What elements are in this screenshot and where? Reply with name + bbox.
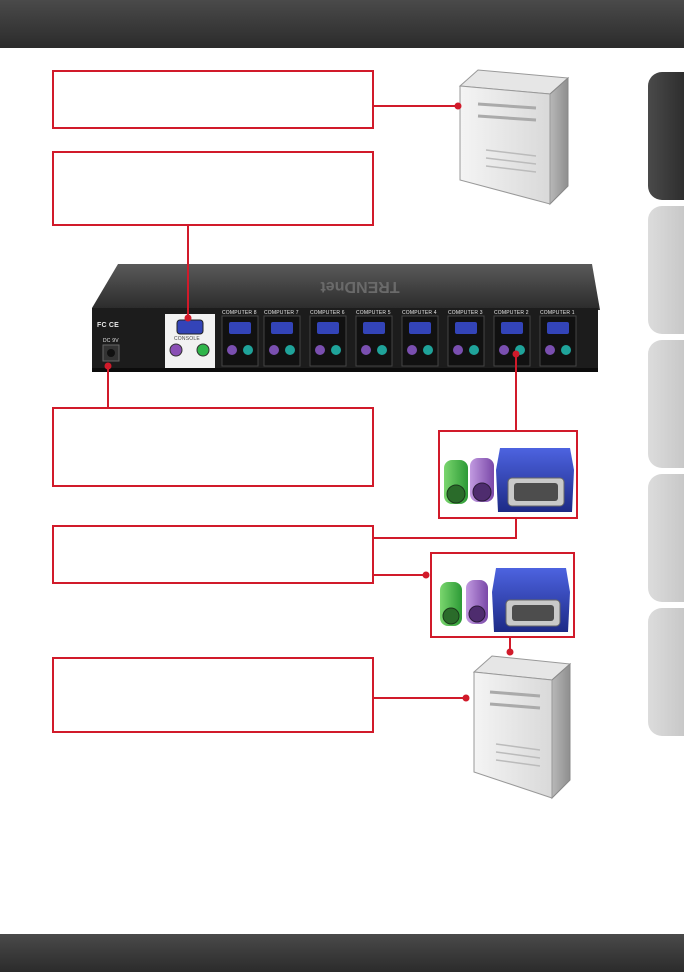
brand-logo: TRENDnet — [320, 278, 400, 295]
computer-port-label: COMPUTER 8 — [222, 310, 257, 316]
side-tab-3[interactable] — [648, 340, 684, 468]
computer-port-label: COMPUTER 4 — [402, 310, 437, 316]
certification-marks: FC CE — [97, 322, 119, 329]
side-tab-5[interactable] — [648, 608, 684, 736]
callout-server-connection — [52, 70, 374, 129]
connector-lines — [107, 105, 517, 699]
page-header-bar — [0, 0, 684, 48]
ps2-vga-cable-icon — [444, 448, 574, 512]
computer-port-label: COMPUTER 2 — [494, 310, 529, 316]
ps2-vga-cable-icon — [440, 568, 570, 632]
computer-port-group — [355, 315, 393, 367]
computer-port-group — [309, 315, 347, 367]
side-tab-4[interactable] — [648, 474, 684, 602]
callout-computer-connection — [52, 657, 374, 733]
side-tab-1[interactable] — [648, 72, 684, 200]
computer-port-label: COMPUTER 7 — [264, 310, 299, 316]
computer-port-label: COMPUTER 6 — [310, 310, 345, 316]
computer-port-group — [493, 315, 531, 367]
computer-port-group — [447, 315, 485, 367]
computer-port-label: COMPUTER 3 — [448, 310, 483, 316]
power-jack — [102, 344, 120, 362]
connector-dots — [104, 102, 520, 702]
callout-power-jack — [52, 407, 374, 487]
computer-port-group — [221, 315, 259, 367]
computer-port-label: COMPUTER 5 — [356, 310, 391, 316]
computer-port-group — [401, 315, 439, 367]
computer-port-group — [539, 315, 577, 367]
computer-tower-icon — [458, 69, 570, 206]
callout-kvm-cable — [52, 525, 374, 584]
computer-port-label: COMPUTER 1 — [540, 310, 575, 316]
callout-console-vga-port — [52, 151, 374, 226]
computer-tower-icon — [472, 655, 572, 800]
computer-port-group — [263, 315, 301, 367]
page-footer-bar — [0, 934, 684, 972]
console-label: CONSOLE — [174, 336, 200, 342]
side-tab-2[interactable] — [648, 206, 684, 334]
power-label: DC 9V — [103, 338, 119, 344]
